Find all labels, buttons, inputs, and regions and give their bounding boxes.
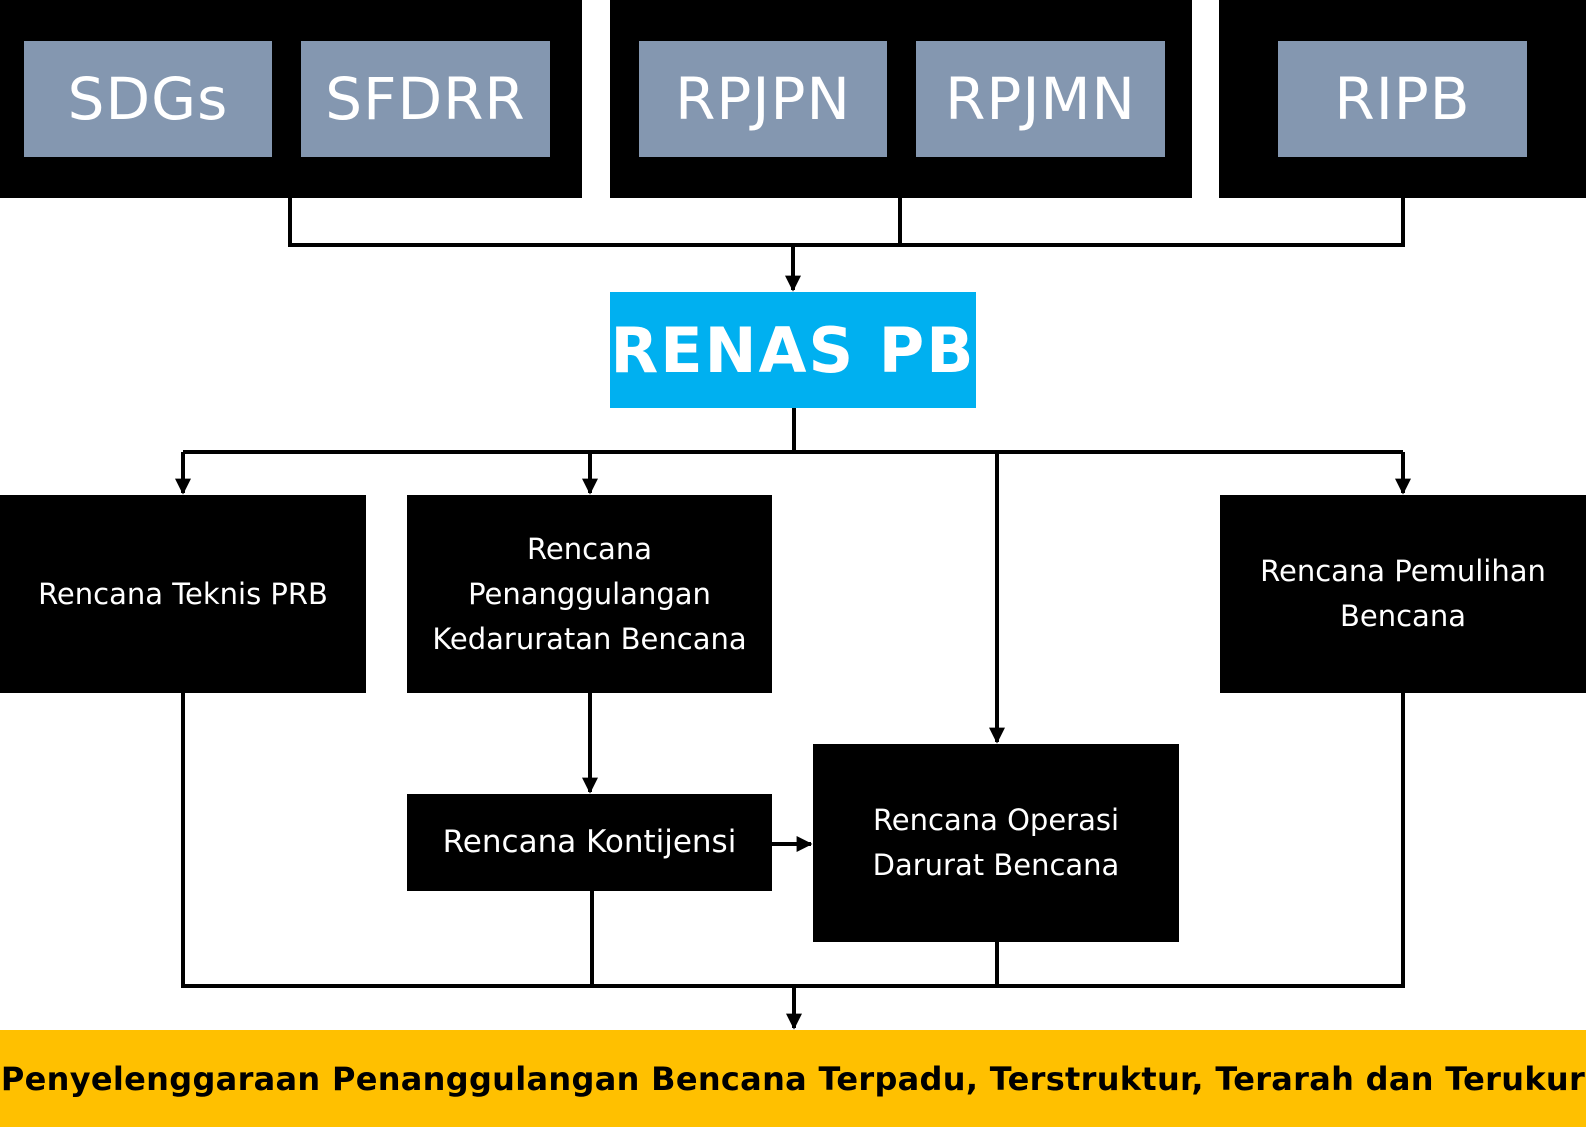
plan-box-pemulihan: Rencana Pemulihan Bencana — [1220, 495, 1586, 693]
reference-box-ripb: RIPB — [1278, 41, 1527, 157]
plan-box-kontijensi: Rencana Kontijensi — [407, 794, 772, 891]
plan-box-teknis-prb: Rencana Teknis PRB — [0, 495, 366, 693]
central-box-renas-pb: RENAS PB — [610, 292, 976, 408]
plan-box-operasi-darurat: Rencana Operasi Darurat Bencana — [813, 744, 1179, 942]
outcome-banner: Penyelenggaraan Penanggulangan Bencana T… — [0, 1030, 1586, 1127]
reference-box-sfdrr: SFDRR — [301, 41, 550, 157]
reference-box-sdgs: SDGs — [24, 41, 272, 157]
reference-box-rpjpn: RPJPN — [639, 41, 887, 157]
plan-box-penanggulangan-kedaruratan: Rencana Penanggulangan Kedaruratan Benca… — [407, 495, 772, 693]
reference-box-rpjmn: RPJMN — [916, 41, 1165, 157]
